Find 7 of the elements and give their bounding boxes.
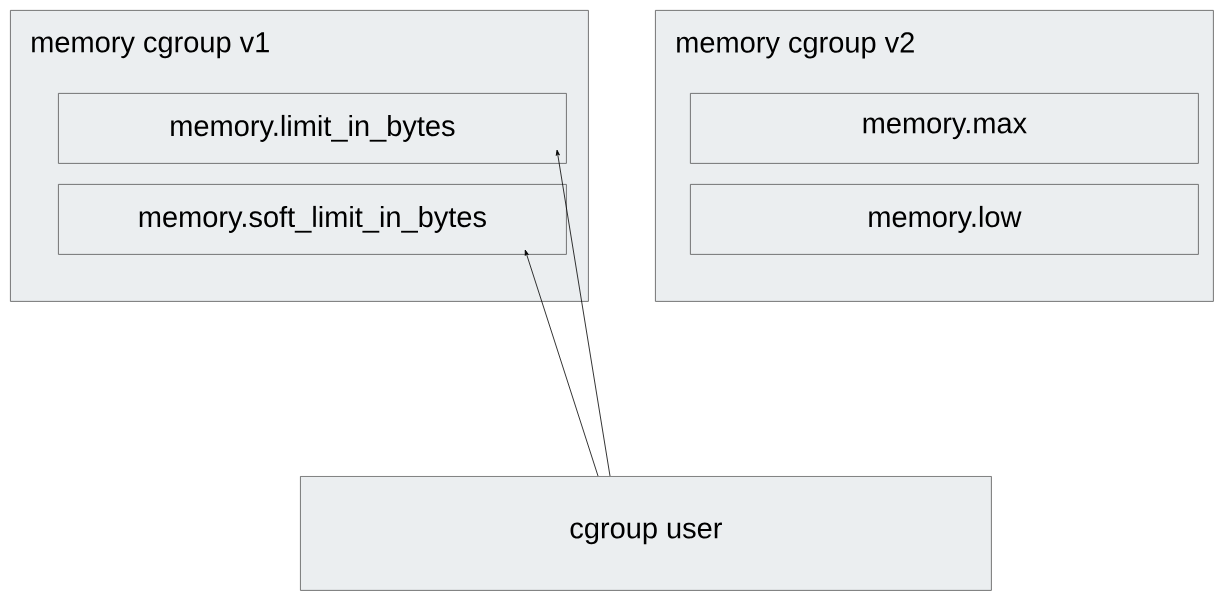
process-box: memory.limit_in_bytes xyxy=(58,93,567,164)
process-box: memory.max xyxy=(690,93,1199,164)
arrow xyxy=(555,149,611,477)
arrow xyxy=(524,249,599,477)
process-box: cgroup user xyxy=(300,476,992,591)
process-box: memory.low xyxy=(690,184,1199,255)
process-box: memory.soft_limit_in_bytes xyxy=(58,184,567,255)
